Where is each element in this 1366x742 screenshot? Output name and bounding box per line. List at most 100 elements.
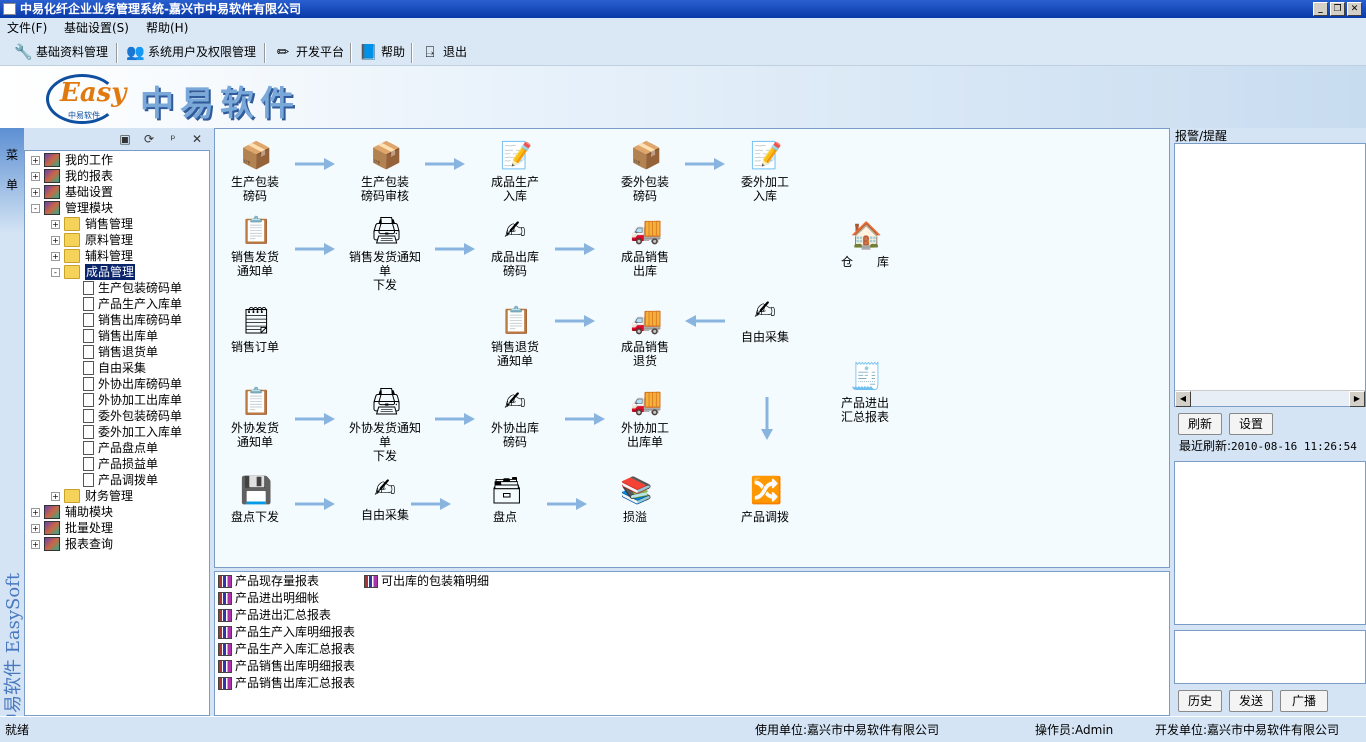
flow-node[interactable]: 🗒销售订单 xyxy=(215,306,295,354)
tree-node[interactable]: 销售出库磅码单 xyxy=(25,312,209,328)
report-link[interactable]: 产品进出汇总报表 xyxy=(217,607,331,624)
tree-node[interactable]: 外协加工出库单 xyxy=(25,392,209,408)
report-link[interactable]: 产品销售出库明细报表 xyxy=(217,658,355,675)
tree-node-label: 辅料管理 xyxy=(85,249,134,263)
report-link[interactable]: 产品生产入库明细报表 xyxy=(217,624,355,641)
tree-pin-icon[interactable]: ᵖ xyxy=(170,132,176,146)
toolbar-users-permissions-button[interactable]: 👥 系统用户及权限管理 xyxy=(124,42,256,63)
report-link[interactable]: 产品现存量报表 xyxy=(217,573,319,590)
report-link[interactable]: 产品生产入库汇总报表 xyxy=(217,641,355,658)
flow-node[interactable]: 📋外协发货通知单 xyxy=(215,387,295,449)
send-button[interactable]: 发送 xyxy=(1229,690,1273,712)
tree-node[interactable]: 销售出库单 xyxy=(25,328,209,344)
flow-node[interactable]: 🧾产品进出汇总报表 xyxy=(825,362,905,424)
flow-node[interactable]: 🚚外协加工出库单 xyxy=(605,387,685,449)
flow-node[interactable]: 📝成品生产入库 xyxy=(475,141,555,203)
tree-node[interactable]: +批量处理 xyxy=(25,520,209,536)
tree-node[interactable]: 生产包装磅码单 xyxy=(25,280,209,296)
report-link[interactable]: 产品进出明细帐 xyxy=(217,590,319,607)
collapse-icon[interactable]: - xyxy=(51,268,60,277)
message-list[interactable] xyxy=(1174,461,1366,625)
tree-node[interactable]: +我的工作 xyxy=(25,152,209,168)
close-button[interactable]: ✕ xyxy=(1347,2,1362,16)
flow-node[interactable]: 📦生产包装磅码审核 xyxy=(345,141,425,203)
tree-node[interactable]: +原料管理 xyxy=(25,232,209,248)
tree-node[interactable]: 委外加工入库单 xyxy=(25,424,209,440)
history-button[interactable]: 历史 xyxy=(1178,690,1222,712)
expand-icon[interactable]: + xyxy=(31,156,40,165)
tree-node[interactable]: 外协出库磅码单 xyxy=(25,376,209,392)
menu-help[interactable]: 帮助(H) xyxy=(146,21,189,35)
message-input[interactable] xyxy=(1174,630,1366,684)
tree-node[interactable]: 产品盘点单 xyxy=(25,440,209,456)
tree-node[interactable]: 销售退货单 xyxy=(25,344,209,360)
tree-node[interactable]: +财务管理 xyxy=(25,488,209,504)
scroll-right-icon[interactable]: ▶ xyxy=(1349,391,1365,407)
toolbar-dev-platform-button[interactable]: ✏ 开发平台 xyxy=(272,42,344,63)
flow-node[interactable]: 🗃盘点 xyxy=(465,476,545,524)
report-link[interactable]: 产品销售出库汇总报表 xyxy=(217,675,355,692)
tree-node[interactable]: +报表查询 xyxy=(25,536,209,552)
refresh-button[interactable]: 刷新 xyxy=(1178,413,1222,435)
flow-node[interactable]: 🔀产品调拨 xyxy=(725,476,805,524)
tree-view-icon[interactable]: ▣ xyxy=(119,132,131,146)
settings-button[interactable]: 设置 xyxy=(1229,413,1273,435)
flow-node[interactable]: ✍外协出库磅码 xyxy=(475,387,555,449)
menu-side-tab[interactable]: 菜 单 中易软件 EasySoft xyxy=(0,128,24,731)
expand-icon[interactable]: + xyxy=(51,220,60,229)
expand-icon[interactable]: + xyxy=(31,188,40,197)
broadcast-button[interactable]: 广播 xyxy=(1280,690,1328,712)
tree-node[interactable]: -管理模块 xyxy=(25,200,209,216)
tree-node[interactable]: 产品损益单 xyxy=(25,456,209,472)
flow-node[interactable]: 🏠仓 库 xyxy=(825,221,905,269)
expand-icon[interactable]: + xyxy=(51,252,60,261)
tree-refresh-icon[interactable]: ⟳ xyxy=(143,132,155,146)
restore-button[interactable]: ❐ xyxy=(1330,2,1345,16)
toolbar-exit-button[interactable]: ⍈ 退出 xyxy=(419,42,467,63)
flow-node[interactable]: ✍自由采集 xyxy=(725,296,805,344)
report-link[interactable]: 可出库的包装箱明细 xyxy=(363,573,489,590)
scroll-left-icon[interactable]: ◀ xyxy=(1175,391,1191,407)
flow-node[interactable]: 🚚成品销售退货 xyxy=(605,306,685,368)
flow-node-label: 下发 xyxy=(372,449,397,463)
expand-icon[interactable]: + xyxy=(31,508,40,517)
flow-node[interactable]: 📦生产包装磅码 xyxy=(215,141,295,203)
flow-node[interactable]: 💾盘点下发 xyxy=(215,476,295,524)
tree-node[interactable]: 委外包装磅码单 xyxy=(25,408,209,424)
tree-node[interactable]: +辅助模块 xyxy=(25,504,209,520)
tree-node[interactable]: -成品管理 xyxy=(25,264,209,280)
flow-node[interactable]: 📚损溢 xyxy=(595,476,675,524)
flow-node[interactable]: 🚚成品销售出库 xyxy=(605,216,685,278)
expand-icon[interactable]: + xyxy=(31,524,40,533)
menu-basic-settings[interactable]: 基础设置(S) xyxy=(64,21,129,35)
flow-node[interactable]: 📦委外包装磅码 xyxy=(605,141,685,203)
tree-node[interactable]: 自由采集 xyxy=(25,360,209,376)
tree-node[interactable]: + 辅料管理 xyxy=(25,248,209,264)
alert-list[interactable] xyxy=(1174,143,1366,407)
expand-icon[interactable]: + xyxy=(31,172,40,181)
flow-node[interactable]: ✍自由采集 xyxy=(345,474,425,522)
toolbar-help-button[interactable]: 📘 帮助 xyxy=(357,42,405,63)
expand-icon[interactable]: + xyxy=(51,236,60,245)
tree-node[interactable]: 产品调拨单 xyxy=(25,472,209,488)
tree-node[interactable]: 产品生产入库单 xyxy=(25,296,209,312)
tree-node[interactable]: +我的报表 xyxy=(25,168,209,184)
expand-icon[interactable]: + xyxy=(31,540,40,549)
tree-node[interactable]: +基础设置 xyxy=(25,184,209,200)
document-icon xyxy=(83,281,94,295)
expand-icon[interactable]: + xyxy=(51,492,60,501)
toolbar-basic-data-button[interactable]: 🔧 基础资料管理 xyxy=(12,42,108,63)
vertical-brand: 中易软件 EasySoft xyxy=(3,572,24,731)
flow-node[interactable]: 🖨外协发货通知单下发 xyxy=(345,387,425,463)
collapse-icon[interactable]: - xyxy=(31,204,40,213)
flow-node[interactable]: 🖨销售发货通知单下发 xyxy=(345,216,425,292)
flow-node[interactable]: 📝委外加工入库 xyxy=(725,141,805,203)
menu-file[interactable]: 文件(F) xyxy=(7,21,48,35)
flow-node[interactable]: 📋销售退货通知单 xyxy=(475,306,555,368)
tree-close-icon[interactable]: ✕ xyxy=(191,132,203,146)
alert-horizontal-scrollbar[interactable]: ◀ ▶ xyxy=(1175,390,1365,407)
flow-node[interactable]: ✍成品出库磅码 xyxy=(475,216,555,278)
flow-node[interactable]: 📋销售发货通知单 xyxy=(215,216,295,278)
tree-node[interactable]: +销售管理 xyxy=(25,216,209,232)
minimize-button[interactable]: _ xyxy=(1313,2,1328,16)
